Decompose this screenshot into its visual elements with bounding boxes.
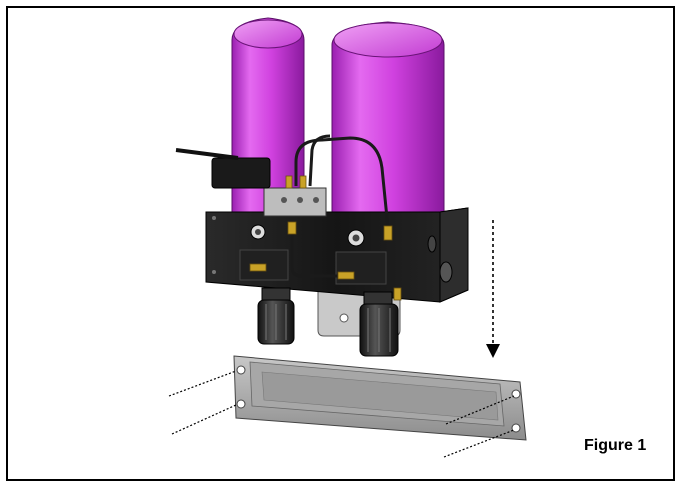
figure-frame	[6, 6, 675, 481]
solenoid-valve	[175, 148, 327, 217]
down-arrow-icon	[486, 220, 500, 358]
dotted-guide-lines	[168, 370, 515, 458]
air-tubing	[290, 134, 390, 278]
manifold-body	[205, 207, 469, 303]
right-filter-canister	[331, 21, 445, 223]
brass-fittings	[249, 175, 402, 301]
right-drain-knob	[359, 291, 399, 357]
left-drain-knob	[257, 287, 295, 345]
wall-bracket	[233, 355, 527, 441]
figure-caption: Figure 1	[584, 437, 647, 454]
